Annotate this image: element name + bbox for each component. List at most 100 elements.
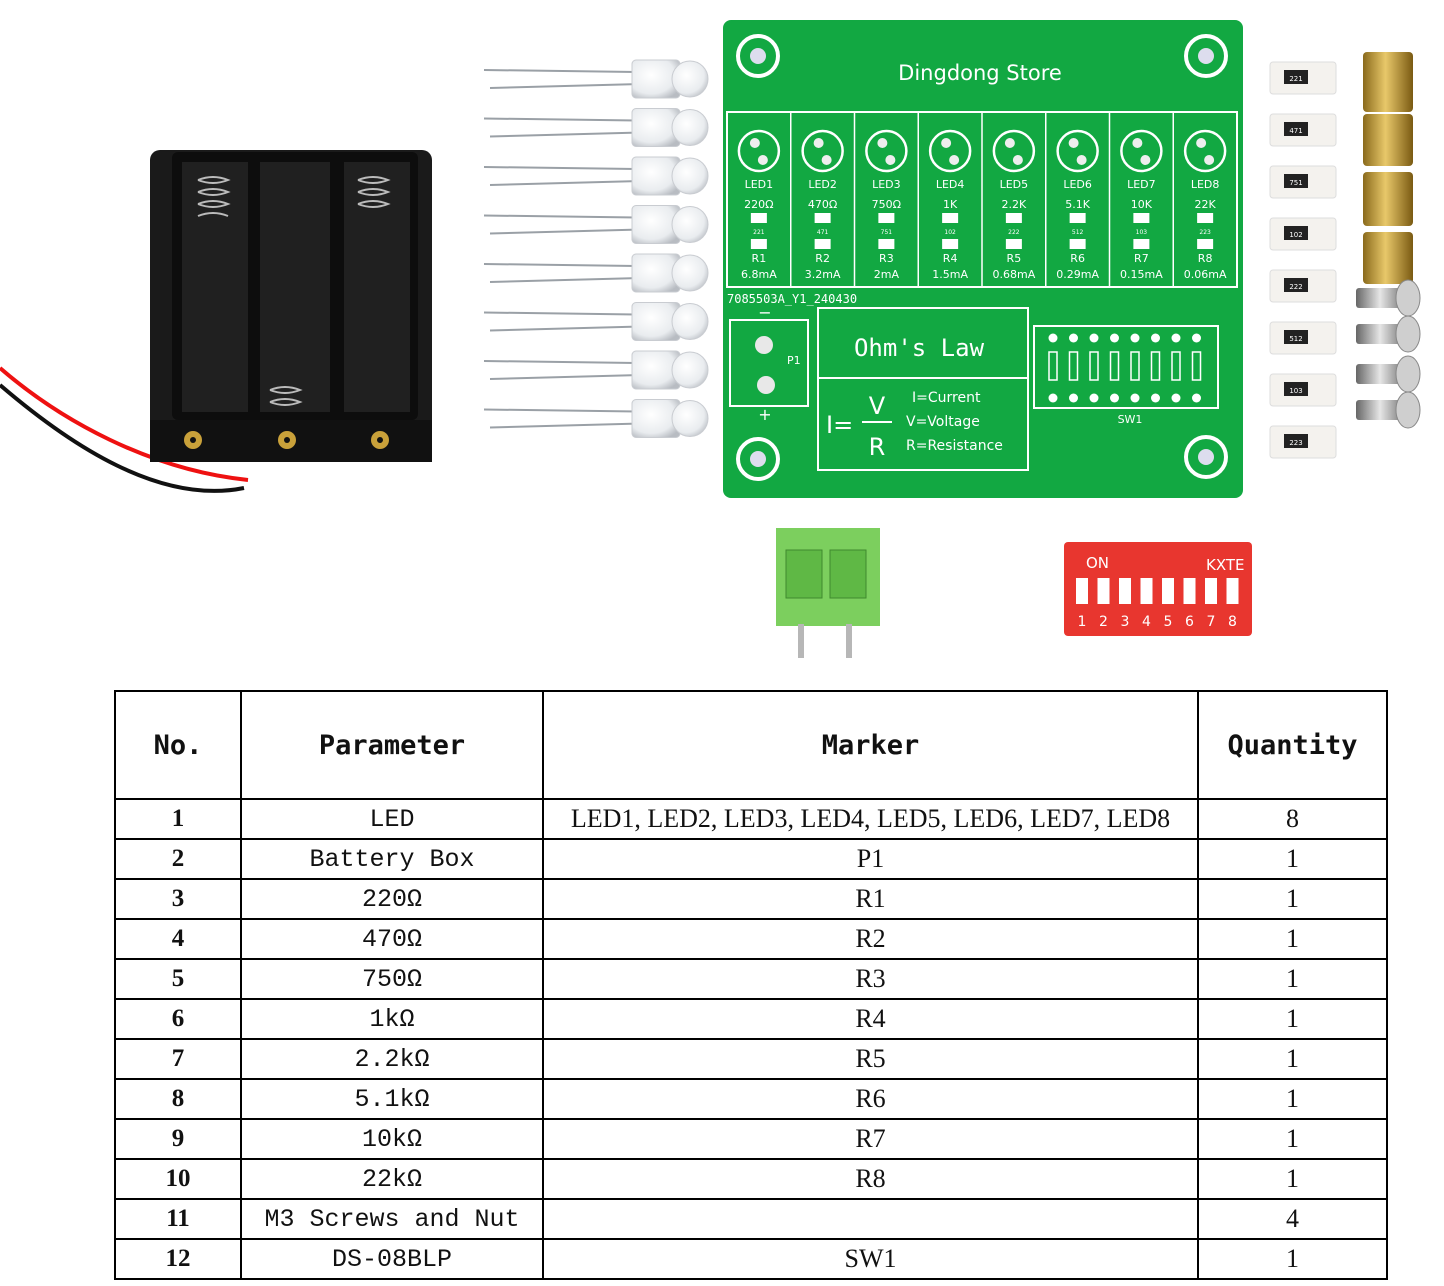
pcb-current-label: 3.2mA	[805, 268, 841, 281]
dip-number: 1	[1078, 614, 1087, 630]
row-parameter: 5.1kΩ	[240, 1078, 544, 1120]
pcb-resistor-value: 22K	[1195, 198, 1217, 211]
pcb-current-label: 0.15mA	[1120, 268, 1163, 281]
svg-text:V=Voltage: V=Voltage	[906, 414, 980, 430]
row-marker: R1	[542, 878, 1199, 920]
row-marker: SW1	[542, 1238, 1199, 1280]
m3-hardware	[1356, 52, 1421, 429]
row-parameter: Battery Box	[240, 838, 544, 880]
m3-screw	[1356, 391, 1421, 429]
row-number: 9	[114, 1118, 242, 1160]
header-quantity: Quantity	[1197, 690, 1388, 800]
pcb-resistor-value: 750Ω	[872, 198, 901, 211]
pcb-resistor-value: 2.2K	[1002, 198, 1027, 211]
dip-number: 2	[1099, 614, 1108, 630]
pcb-board: Dingdong Store LED1220Ω221R16.8mALED2470…	[723, 20, 1243, 498]
pcb-resistor-code: 471	[817, 229, 829, 236]
pcb-resistor-ref: R5	[1007, 252, 1022, 265]
row-quantity: 1	[1197, 838, 1388, 880]
pcb-resistor-value: 10K	[1131, 198, 1153, 211]
row-quantity: 1	[1197, 1238, 1388, 1280]
led-components	[483, 59, 709, 438]
resistor-code: 471	[1289, 127, 1302, 135]
row-number: 4	[114, 918, 242, 960]
row-quantity: 1	[1197, 918, 1388, 960]
svg-text:−: −	[758, 303, 771, 322]
pcb-resistor-ref: R6	[1070, 252, 1085, 265]
pcb-led-label: LED6	[1063, 178, 1092, 191]
pcb-resistor-value: 220Ω	[744, 198, 773, 211]
row-marker	[542, 1198, 1199, 1240]
row-number: 10	[114, 1158, 242, 1200]
row-marker: R2	[542, 918, 1199, 960]
resistor-code: 512	[1289, 335, 1302, 343]
row-marker: P1	[542, 838, 1199, 880]
row-quantity: 1	[1197, 998, 1388, 1040]
pcb-resistor-ref: R8	[1198, 252, 1213, 265]
row-parameter: 22kΩ	[240, 1158, 544, 1200]
dip-number: 4	[1142, 614, 1151, 630]
row-number: 7	[114, 1038, 242, 1080]
svg-text:ON: ON	[1086, 554, 1109, 572]
row-number: 3	[114, 878, 242, 920]
row-quantity: 1	[1197, 878, 1388, 920]
smd-resistor: 512	[1269, 321, 1337, 355]
pcb-current-label: 6.8mA	[741, 268, 777, 281]
dip-number: 6	[1185, 614, 1194, 630]
row-quantity: 1	[1197, 1078, 1388, 1120]
row-marker: R5	[542, 1038, 1199, 1080]
svg-text:R=Resistance: R=Resistance	[906, 438, 1003, 454]
row-quantity: 1	[1197, 1118, 1388, 1160]
resistor-code: 223	[1289, 439, 1302, 447]
pcb-resistor-value: 1K	[943, 198, 958, 211]
pcb-resistor-code: 103	[1136, 229, 1148, 236]
m3-screw	[1356, 355, 1421, 393]
led-component	[631, 350, 709, 390]
sw1-label: SW1	[1118, 413, 1143, 426]
row-marker: LED1, LED2, LED3, LED4, LED5, LED6, LED7…	[542, 798, 1199, 840]
smd-resistor: 102	[1269, 217, 1337, 251]
pcb-current-label: 2mA	[874, 268, 900, 281]
row-parameter: M3 Screws and Nut	[240, 1198, 544, 1240]
pcb-current-label: 0.29mA	[1056, 268, 1099, 281]
pcb-current-label: 1.5mA	[932, 268, 968, 281]
pcb-led-label: LED8	[1191, 178, 1220, 191]
header-no: No.	[114, 690, 242, 800]
pcb-resistor-code: 512	[1072, 229, 1084, 236]
row-parameter: 470Ω	[240, 918, 544, 960]
row-number: 11	[114, 1198, 242, 1240]
svg-text:KXTE: KXTE	[1206, 556, 1245, 574]
pcb-title: Dingdong Store	[898, 61, 1062, 85]
row-marker: R4	[542, 998, 1199, 1040]
pcb-resistor-value: 5.1K	[1065, 198, 1090, 211]
led-component	[631, 59, 709, 99]
dip-number: 3	[1121, 614, 1130, 630]
pcb-led-label: LED3	[872, 178, 901, 191]
dip-number: 5	[1164, 614, 1173, 630]
resistor-code: 102	[1289, 231, 1302, 239]
ohms-law-title: Ohm's Law	[854, 334, 985, 362]
row-number: 12	[114, 1238, 242, 1280]
svg-text:V: V	[869, 392, 886, 420]
pcb-resistor-code: 223	[1199, 229, 1211, 236]
header-marker: Marker	[542, 690, 1199, 800]
board-id: 7085503A_Y1_240430	[727, 292, 857, 306]
p1-label: P1	[787, 354, 801, 367]
row-parameter: 2.2kΩ	[240, 1038, 544, 1080]
pcb-led-label: LED4	[936, 178, 965, 191]
row-number: 5	[114, 958, 242, 1000]
smd-resistor: 221	[1269, 61, 1337, 95]
